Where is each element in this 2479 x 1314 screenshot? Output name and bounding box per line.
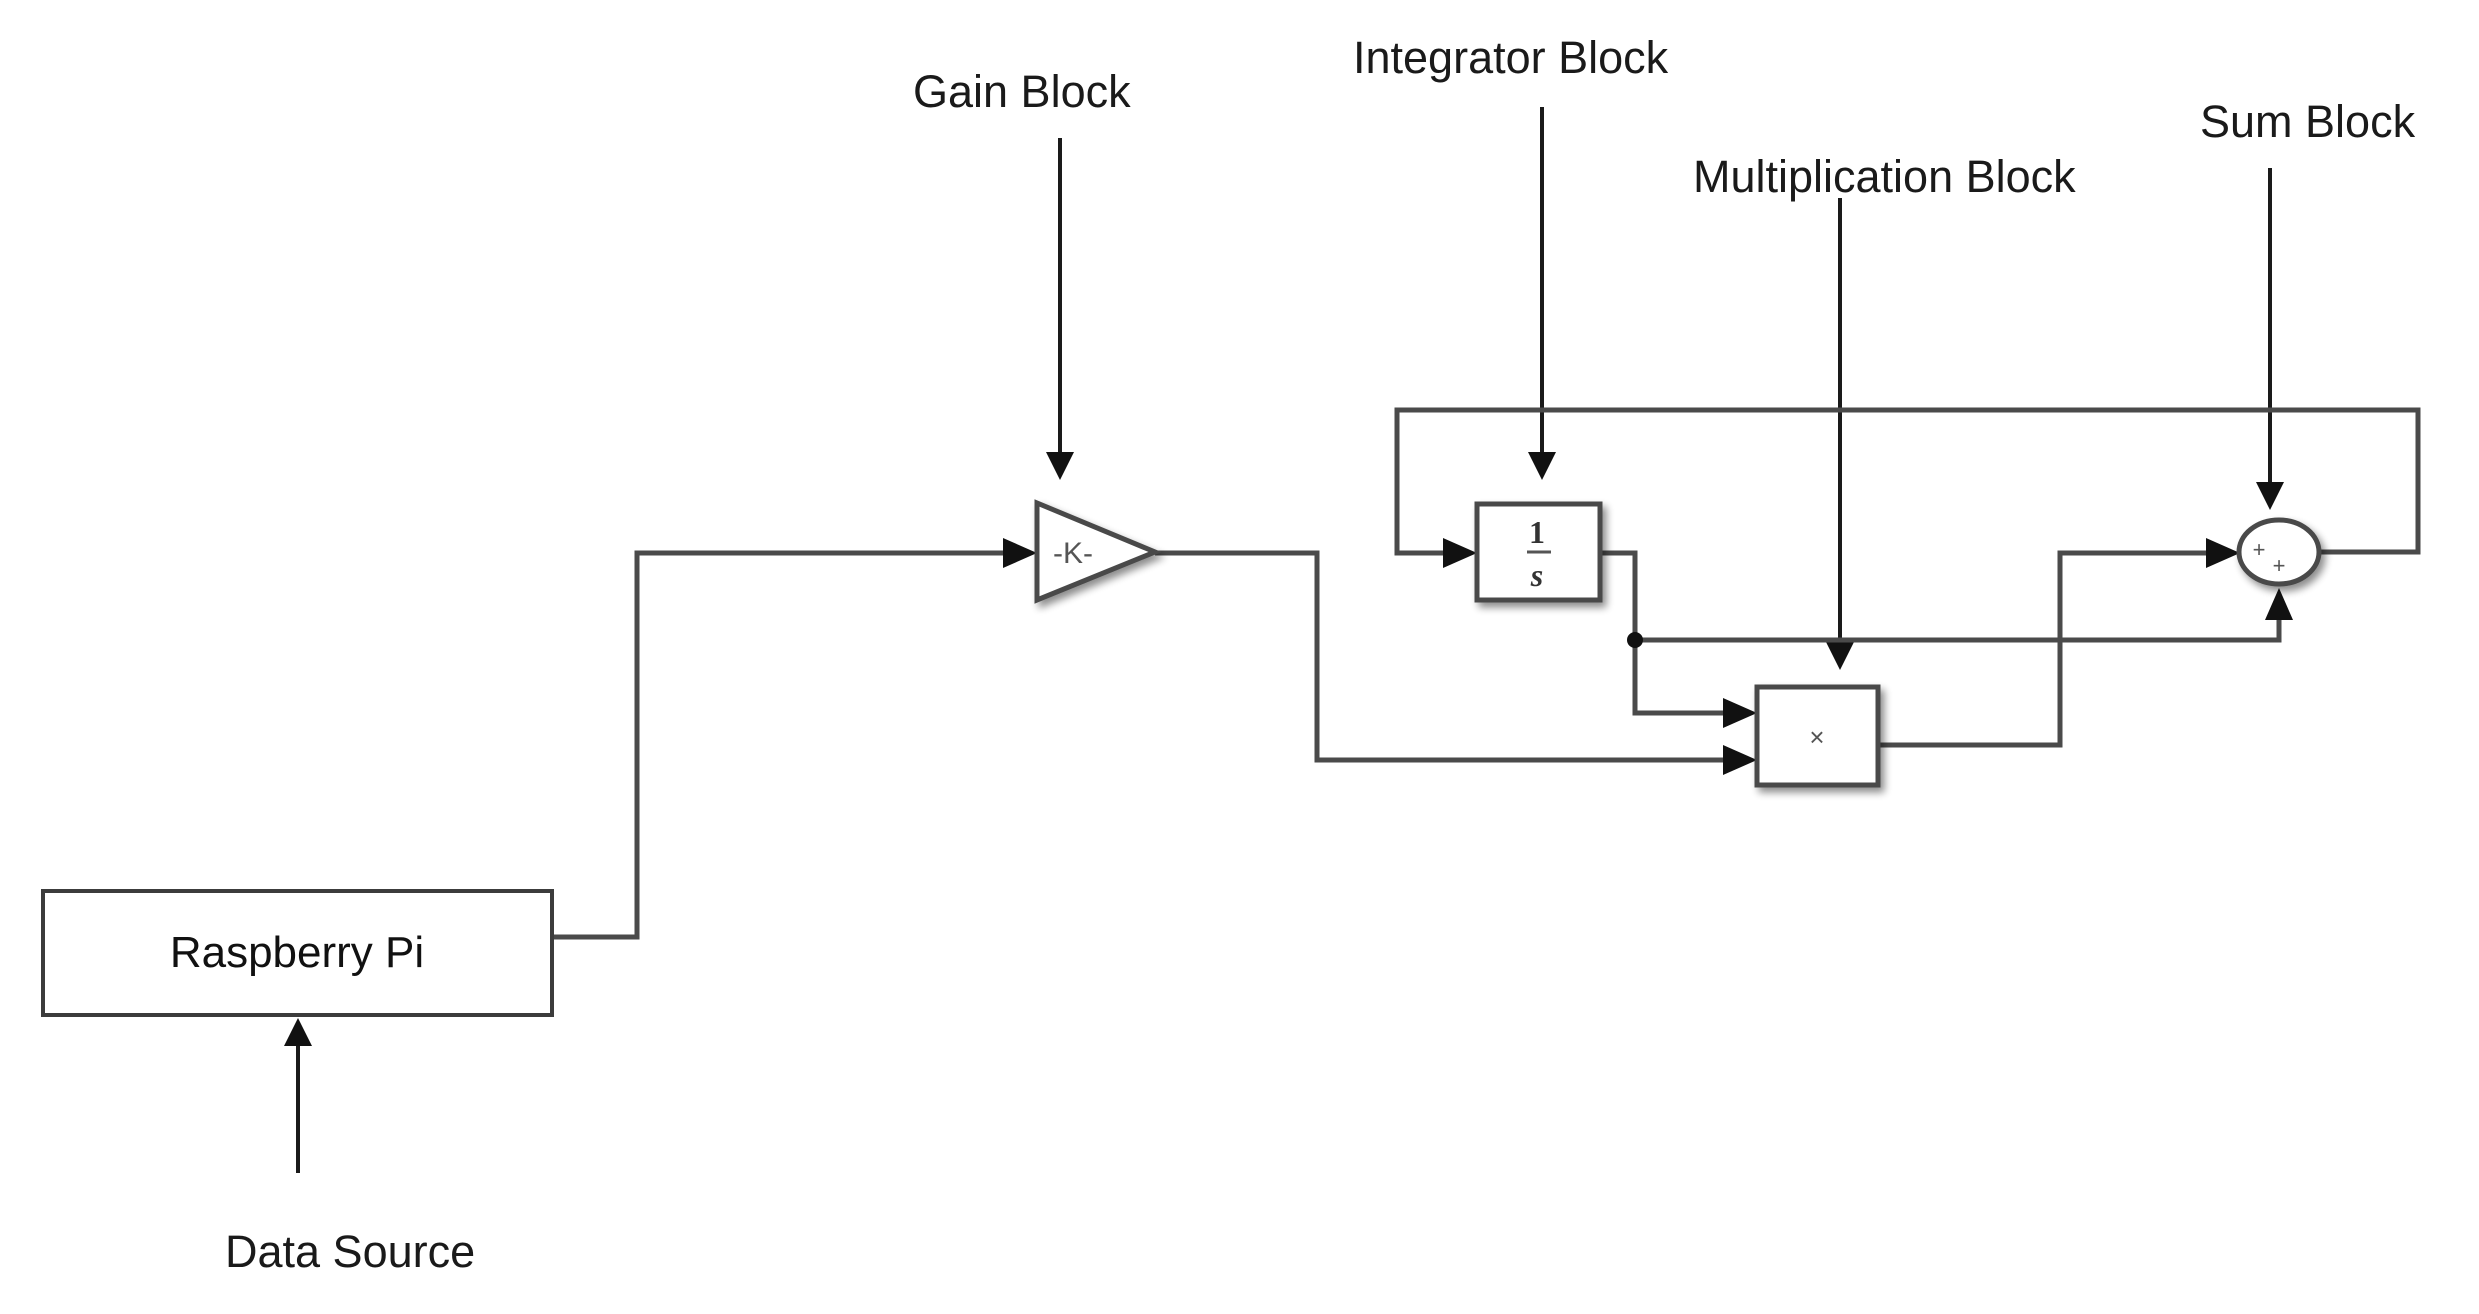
- gain-symbol: -K-: [1053, 537, 1093, 570]
- integrator-numerator: 1: [1529, 514, 1545, 550]
- sum-sign-2: +: [2273, 553, 2286, 578]
- product-block[interactable]: ×: [1754, 684, 1881, 788]
- sum-sign-1: +: [2253, 537, 2266, 562]
- multiply-symbol: ×: [1809, 722, 1824, 752]
- wire-integrator-to-sum: [1635, 588, 2293, 643]
- raspberry-pi-block[interactable]: Raspberry Pi: [41, 889, 554, 1017]
- sum-block[interactable]: + +: [2236, 517, 2322, 587]
- sum-pointer-arrow: [2256, 168, 2284, 510]
- integrator-block[interactable]: 1 s: [1474, 501, 1603, 603]
- data-source-pointer-arrow: [284, 1018, 312, 1173]
- data-source-label: Data Source: [225, 1226, 475, 1277]
- wire-gain-to-product: [1155, 550, 1757, 775]
- integrator-denominator: s: [1530, 557, 1543, 593]
- raspberry-pi-label: Raspberry Pi: [170, 928, 424, 977]
- gain-pointer-arrow: [1046, 138, 1074, 480]
- gain-block[interactable]: -K-: [1034, 499, 1162, 604]
- sum-block-label: Sum Block: [2200, 96, 2416, 147]
- wire-product-to-sum: [1878, 538, 2240, 748]
- multiplication-pointer-arrow: [1826, 198, 1854, 670]
- wire-feedback-loop: [1394, 407, 2421, 568]
- integrator-pointer-arrow: [1528, 107, 1556, 480]
- branch-point: [1627, 632, 1643, 648]
- gain-block-label: Gain Block: [913, 66, 1131, 117]
- wire-raspberry-to-gain: [552, 538, 1037, 940]
- multiplication-block-label: Multiplication Block: [1693, 151, 2076, 202]
- integrator-block-label: Integrator Block: [1353, 32, 1669, 83]
